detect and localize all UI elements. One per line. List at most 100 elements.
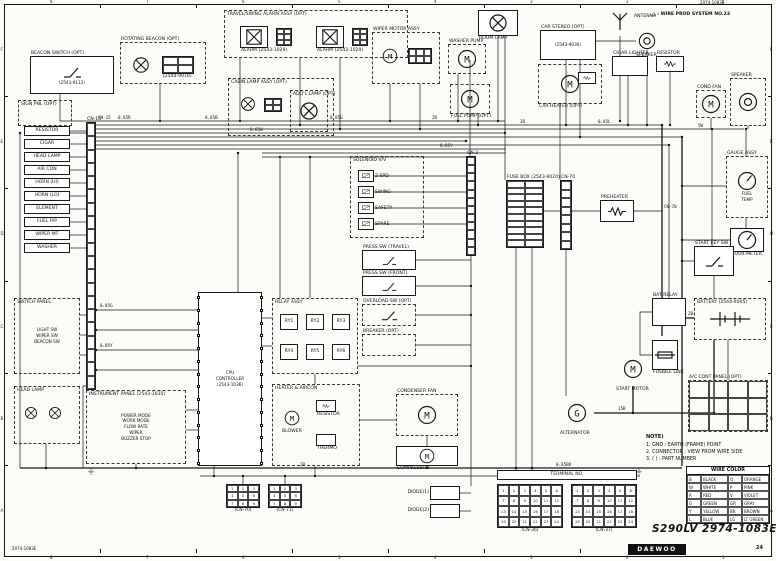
wire-label: 5W [698,123,704,128]
relay-3: RY3 [332,314,350,330]
engine-connector-strip-cell [561,215,571,224]
connector-cn36-view-cell: 9 [519,495,530,506]
wire-junction [631,411,635,415]
relay-5-label: RY5 [310,349,320,355]
note-line: 2. CONNECTOR : VIEW FROM WIRE SIDE [646,449,743,455]
sol-2speed: 2-SPD [358,170,389,182]
gauge-icon [737,230,757,250]
connector-cn37-view-cell: 9 [593,495,604,506]
cpu-controller-pin [197,410,200,414]
condenser-fan-top-label: COND FAN [697,84,722,90]
cpu-controller-pin [197,372,200,376]
cpu-controller-pin [197,296,200,299]
wire-junction [418,127,422,131]
aircon-panel-cell [689,381,709,398]
wire-junction [388,119,392,123]
sign-panel: SIGN PNL (OPT) [18,100,72,126]
ground-1 [87,468,95,476]
alarm-1-connector-cell [284,34,291,40]
left-connector-strip-cell [87,216,95,230]
fuse-box: FUSE BOX (2543-9020) [506,175,560,248]
preheater: PREHEATER [600,195,634,222]
center-connector-strip-cell [467,205,475,215]
connector-cn70-view-cell: 2 [237,485,249,493]
zone-label: 2 [626,0,629,4]
overload-pressure-switch-label: OVERLOAD SW (OPT) [363,298,412,304]
hour-meter: HOUR METER [730,228,764,257]
center-connector-strip-cell [467,222,475,231]
sol-swing: SWING [358,186,391,198]
zone-label: D [0,231,4,237]
wire-junction [680,184,684,188]
coil-icon [362,221,370,227]
legend-color-name: BROWN [742,507,769,515]
relay-6: RY6 [332,344,350,360]
zone-tick [4,372,8,374]
connector-cn36-view-cell: 18 [551,506,562,517]
diode-2: DIODE(2) [408,504,460,518]
fuse-box-cell [525,240,543,247]
wiper-assy-group: WIPER MOTOR ASSY [372,27,440,84]
zone-label: 8 [50,555,53,560]
instrument-panel-row: BUZZER STOP [121,435,151,441]
wire-junction [456,119,460,123]
zone-tick [484,549,485,553]
wire-junction [476,123,480,127]
legend-color-code: R [687,491,701,499]
wire-junction [744,127,748,131]
svg-text:M: M [630,366,636,376]
zone-label: 5 [338,555,341,560]
load-resistor-label: RESISTOR [35,128,59,134]
wire-label: 2B [520,119,526,124]
cabin-lamp-connector-cell [265,105,273,111]
cpu-controller-pin [260,296,263,299]
zone-tick [388,549,389,553]
connector-cn37-view-cell: 15 [593,506,604,517]
cpu-controller-pin [197,423,200,427]
drawing-number: 2974-1083E [702,523,776,535]
wire-junction [680,135,684,139]
rotating-beacon-group-label: ROTATING BEACON (OPT) [121,36,180,42]
instrument-panel-row: POWER MODE [121,412,151,418]
resistor-icon [664,61,676,67]
car-stereo-row: (2543-9036) [554,42,582,48]
head-lamp-1 [22,404,40,422]
terminal-header-label: TERMINAL NO. [550,472,584,478]
battery-label: BATTERY (2544-9005) [697,300,748,305]
center-connector-strip-cell [467,197,475,206]
battery-relay: BAT RELAY [652,293,686,326]
legend-color-name: ORANGE [742,475,769,483]
wire-junction [298,123,302,127]
wire-junction [530,466,534,470]
travel-swing-alarm-group: TRAVEL/SWING ALARM ASSY (OPT) [224,10,408,58]
left-connector-strip-cell [87,189,95,203]
aircon-panel-cell [708,381,728,398]
load-washer-label: WASHER [37,245,57,251]
aircon-panel-cell [747,397,767,415]
legend-color-name: PINK [742,483,769,491]
pressure-switch-front-label: PRESS SW (FRONT) [363,270,408,276]
fuse-box-cell [507,194,525,201]
aircon-panel-cell [689,414,709,431]
connector-cn36-view-cell: 17 [540,506,552,517]
aircon-panel-cell [728,381,748,398]
cigar-lighter: CIGAR LIGHTER [612,51,649,76]
cabin-lamp-connector-cell [273,99,281,105]
wire-label: 0.85B [205,115,218,120]
wire-junction [313,474,317,478]
legend-color-code: G [687,499,701,507]
aircon-panel-cell [747,381,767,398]
connector-cn37-view-cell: 21 [593,516,604,527]
connector-cn37-view-cell: 20 [582,516,594,527]
connector-cn70-view-cell: 1 [227,485,238,493]
manufacturer-logo: DAEWOO [628,544,686,555]
left-connector-strip-label: CN-15 [87,116,102,122]
cpu-controller-pin [260,436,263,440]
connector-cn71-view-cell: 6 [290,492,301,500]
wiper-connector-cell [416,49,424,56]
cabin-lamp-connector [264,98,282,112]
